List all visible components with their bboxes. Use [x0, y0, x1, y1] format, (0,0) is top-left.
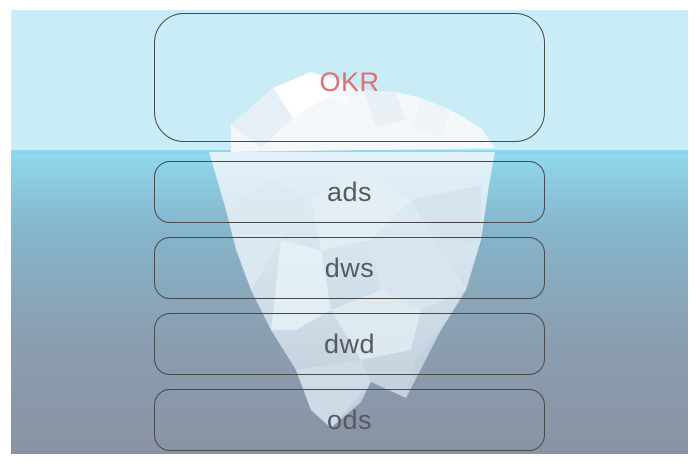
dws-layer-box: dws	[154, 237, 545, 299]
okr-layer-box: OKR	[154, 13, 545, 142]
iceberg-scene: OKR ads dws dwd ods	[11, 10, 688, 454]
ods-layer-box: ods	[154, 389, 545, 451]
iceberg-illustration	[11, 10, 688, 454]
ods-label: ods	[326, 404, 373, 435]
ads-label: ads	[326, 176, 373, 207]
ads-layer-box: ads	[154, 161, 545, 223]
okr-label: OKR	[319, 67, 380, 97]
dwd-label: dwd	[323, 328, 376, 359]
dwd-layer-box: dwd	[154, 313, 545, 375]
dws-label: dws	[324, 252, 375, 283]
